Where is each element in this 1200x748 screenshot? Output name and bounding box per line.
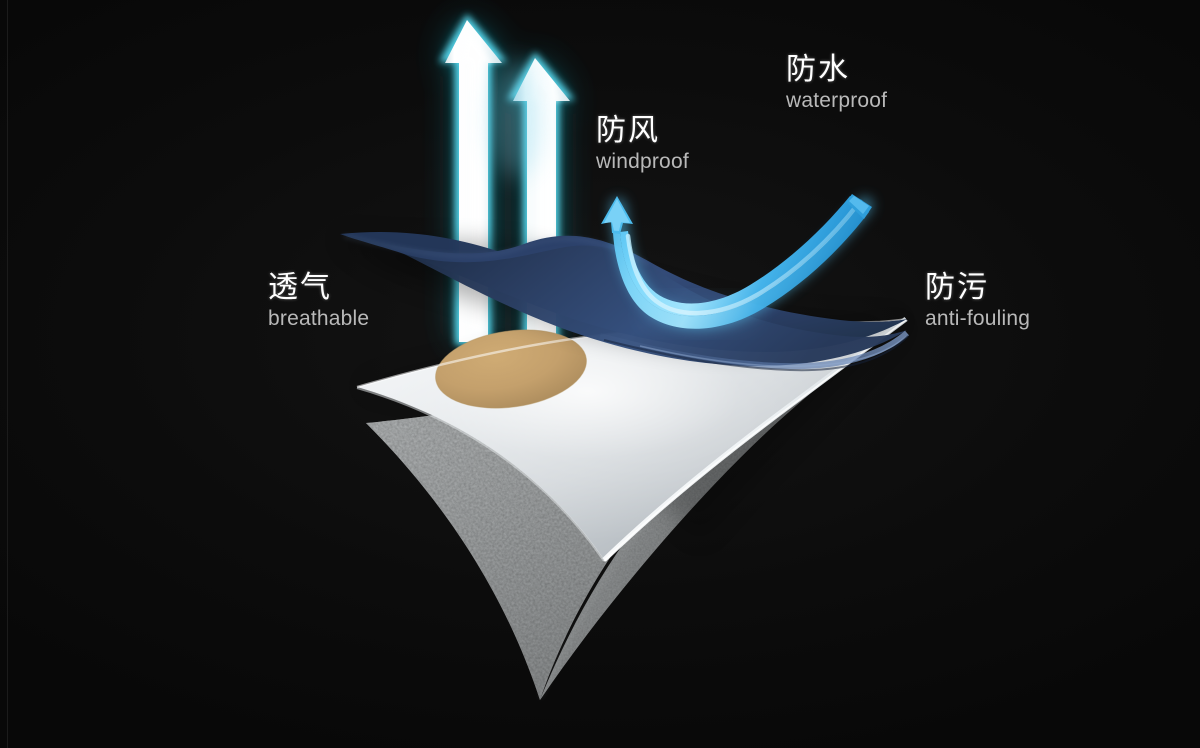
label-anti-fouling-cn: 防污 (925, 271, 989, 304)
label-windproof: 防风 windproof (596, 115, 689, 173)
label-waterproof-en: waterproof (786, 88, 888, 112)
coating-patch (435, 329, 587, 409)
bounce-contact-bloom (642, 301, 758, 327)
label-anti-fouling-en: anti-fouling (925, 306, 1031, 330)
label-windproof-cn: 防风 (596, 114, 660, 147)
label-breathable-cn: 透气 (268, 271, 332, 304)
label-waterproof: 防水 waterproof (786, 54, 887, 112)
background-edge-line (7, 0, 8, 748)
label-windproof-en: windproof (596, 149, 689, 173)
label-anti-fouling: 防污 anti-fouling (925, 272, 1030, 330)
arrow-overlap-bloom (490, 62, 542, 178)
label-waterproof-cn: 防水 (786, 53, 850, 86)
bounce-arrow-ribbon (620, 196, 862, 317)
label-breathable-en: breathable (268, 306, 370, 330)
label-breathable: 透气 breathable (268, 272, 369, 330)
